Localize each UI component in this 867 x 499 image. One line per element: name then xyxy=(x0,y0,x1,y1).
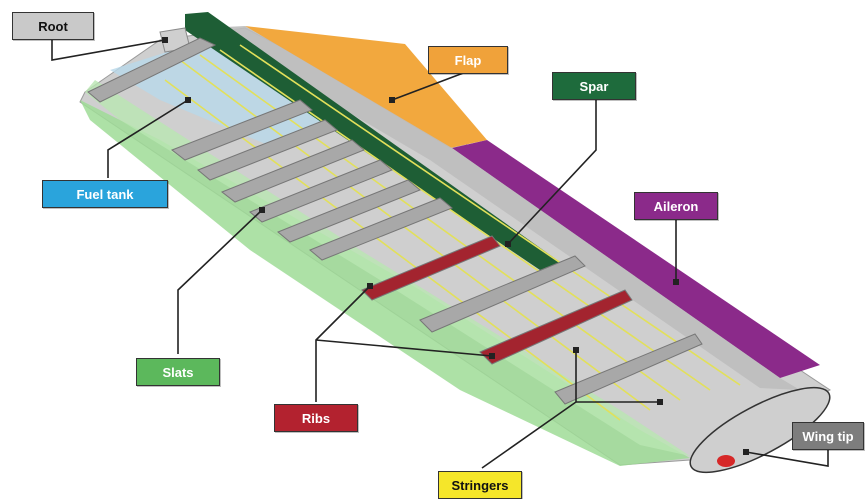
label-stringers: Stringers xyxy=(438,471,522,499)
label-wing-tip: Wing tip xyxy=(792,422,864,450)
ribs-group xyxy=(87,37,703,405)
rib xyxy=(361,235,501,301)
wing-tip-leader xyxy=(745,448,829,467)
rib xyxy=(87,37,217,103)
label-fuel-tank: Fuel tank xyxy=(42,180,168,208)
label-spar: Spar xyxy=(552,72,636,100)
label-aileron: Aileron xyxy=(634,192,718,220)
wing-tip-cap xyxy=(689,386,831,474)
rib xyxy=(249,159,393,223)
label-flap: Flap xyxy=(428,46,508,74)
fuel-tank-leader xyxy=(107,99,189,178)
trailing-edge-strip xyxy=(205,26,800,390)
label-ribs: Ribs xyxy=(274,404,358,432)
rib xyxy=(309,197,453,261)
rib xyxy=(479,289,633,365)
label-root: Root xyxy=(12,12,94,40)
rib xyxy=(419,255,586,333)
wing-tip-light xyxy=(717,455,735,467)
aileron-surface xyxy=(452,140,820,378)
spar-beam xyxy=(185,12,560,270)
leader-endpoints xyxy=(162,37,749,455)
rib xyxy=(197,119,338,181)
spar-leader xyxy=(507,100,597,245)
rib xyxy=(277,179,421,243)
rib xyxy=(554,333,703,405)
label-slats: Slats xyxy=(136,358,220,386)
slats-upper-band xyxy=(85,80,690,456)
flap-leader xyxy=(391,71,467,101)
rib xyxy=(170,99,313,161)
slats-leader xyxy=(177,209,263,354)
ribs-leader-2 xyxy=(315,339,493,357)
root-leader xyxy=(51,39,166,61)
flap-surface xyxy=(245,26,487,148)
leader-lines xyxy=(51,39,829,469)
rib xyxy=(220,139,365,203)
